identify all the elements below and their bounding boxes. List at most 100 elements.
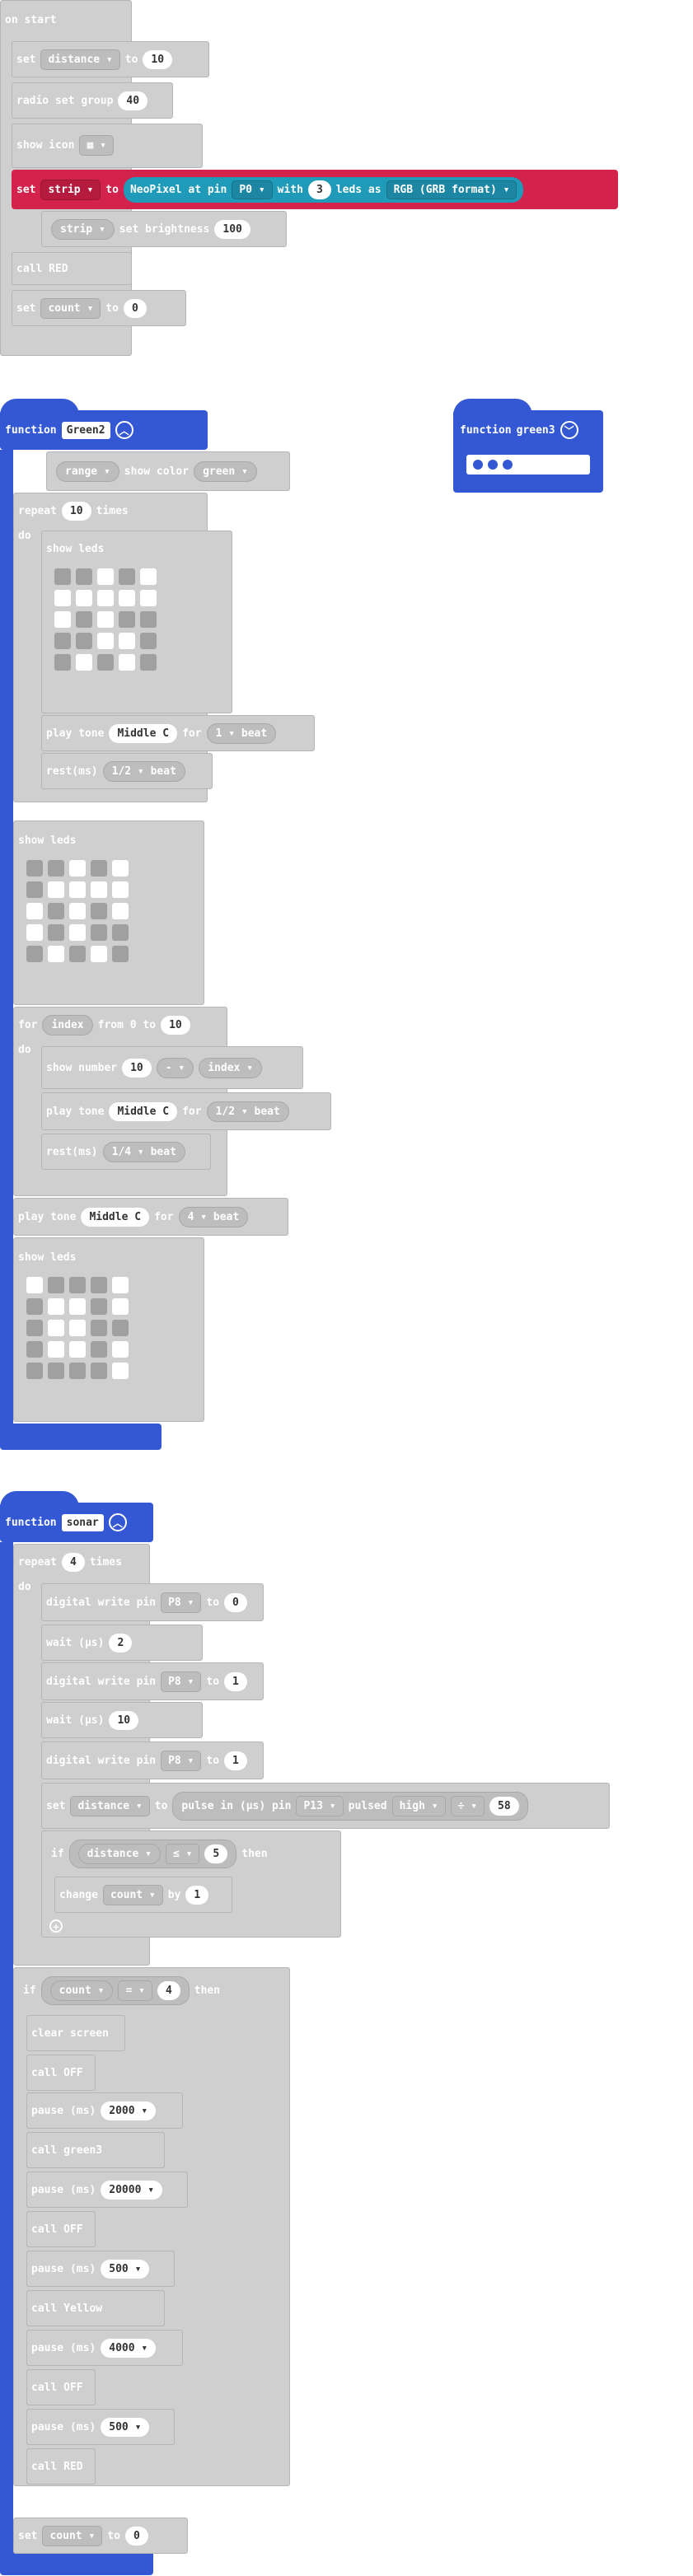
collapse-icon[interactable]: ︿ <box>108 1513 127 1531</box>
beat-dropdown[interactable]: 4 ▾ beat <box>178 1206 249 1227</box>
pause-value[interactable]: 4000 ▾ <box>101 2338 157 2358</box>
led-cell[interactable] <box>26 1363 43 1379</box>
level-dropdown[interactable]: high ▾ <box>391 1795 446 1816</box>
led-grid-2[interactable] <box>26 860 129 962</box>
repeat-count[interactable]: 10 <box>61 501 91 521</box>
led-cell[interactable] <box>76 568 92 585</box>
led-cell[interactable] <box>48 903 64 919</box>
led-cell[interactable] <box>140 611 157 628</box>
divisor-value[interactable]: 58 <box>489 1796 519 1816</box>
led-cell[interactable] <box>91 946 107 962</box>
compare-value[interactable]: 4 <box>157 1980 180 2000</box>
function-name-field[interactable]: Green2 <box>61 421 110 439</box>
led-cell[interactable] <box>119 590 135 606</box>
show-leds-block-2[interactable] <box>13 820 204 1005</box>
led-cell[interactable] <box>69 924 86 941</box>
radio-value[interactable]: 40 <box>118 91 148 110</box>
var-dropdown[interactable]: distance ▾ <box>77 1843 161 1864</box>
operator-dropdown[interactable]: - ▾ <box>156 1057 194 1078</box>
led-cell[interactable] <box>112 860 129 877</box>
pause-block-5[interactable] <box>26 2409 175 2445</box>
led-cell[interactable] <box>26 1320 43 1336</box>
call-green3-block[interactable] <box>26 2132 165 2168</box>
led-count[interactable]: 3 <box>307 180 331 199</box>
led-cell[interactable] <box>26 903 43 919</box>
change-value[interactable]: 1 <box>185 1885 209 1905</box>
led-cell[interactable] <box>48 1320 64 1336</box>
led-cell[interactable] <box>69 1363 86 1379</box>
repeat-count[interactable]: 4 <box>61 1552 85 1572</box>
write-value[interactable]: 0 <box>224 1592 247 1612</box>
pin-dropdown[interactable]: P8 ▾ <box>161 1592 202 1613</box>
format-dropdown[interactable]: RGB (GRB format) ▾ <box>386 180 517 199</box>
compare-expression[interactable]: distance ▾ ≤ ▾ 5 <box>68 1839 237 1868</box>
icon-picker-dropdown[interactable]: ▦ ▾ <box>79 134 114 156</box>
distance-value[interactable]: 10 <box>143 49 173 69</box>
led-cell[interactable] <box>48 881 64 898</box>
led-cell[interactable] <box>54 633 71 649</box>
wait-value[interactable]: 10 <box>109 1710 139 1730</box>
led-cell[interactable] <box>54 654 71 671</box>
collapsed-content-indicator[interactable] <box>466 455 590 475</box>
led-cell[interactable] <box>91 1277 107 1293</box>
led-cell[interactable] <box>91 881 107 898</box>
call-off-block-2[interactable] <box>26 2211 96 2247</box>
led-cell[interactable] <box>112 924 129 941</box>
led-cell[interactable] <box>140 633 157 649</box>
led-cell[interactable] <box>26 860 43 877</box>
led-cell[interactable] <box>26 1298 43 1315</box>
pin-dropdown[interactable]: P8 ▾ <box>161 1671 202 1692</box>
led-cell[interactable] <box>69 903 86 919</box>
pin-dropdown[interactable]: P13 ▾ <box>296 1795 344 1816</box>
range-dropdown[interactable]: range ▾ <box>56 461 119 482</box>
write-value[interactable]: 1 <box>224 1751 247 1770</box>
led-cell[interactable] <box>48 1298 64 1315</box>
neopixel-create[interactable]: NeoPixel at pin P0 ▾ with 3 leds as RGB … <box>123 176 524 203</box>
pin-dropdown[interactable]: P8 ▾ <box>161 1750 202 1771</box>
note-picker[interactable]: Middle C <box>81 1207 150 1227</box>
led-cell[interactable] <box>119 654 135 671</box>
brightness-value[interactable]: 100 <box>214 219 251 239</box>
led-cell[interactable] <box>97 590 114 606</box>
led-cell[interactable] <box>91 1363 107 1379</box>
collapse-icon[interactable]: ︿ <box>115 421 133 439</box>
strip-var-dropdown[interactable]: strip ▾ <box>51 218 115 240</box>
pause-value[interactable]: 500 ▾ <box>101 2417 150 2437</box>
expand-icon[interactable]: ﹀ <box>560 421 578 439</box>
call-off-block-1[interactable] <box>26 2055 96 2091</box>
led-cell[interactable] <box>97 654 114 671</box>
led-cell[interactable] <box>119 611 135 628</box>
led-cell[interactable] <box>119 633 135 649</box>
led-cell[interactable] <box>112 881 129 898</box>
led-cell[interactable] <box>69 860 86 877</box>
digital-write-block-2[interactable] <box>41 1662 264 1700</box>
led-cell[interactable] <box>48 1341 64 1358</box>
green3-block[interactable] <box>453 410 603 493</box>
call-red-block-2[interactable] <box>26 2448 96 2485</box>
clear-screen-block[interactable] <box>26 2015 125 2051</box>
led-cell[interactable] <box>76 654 92 671</box>
beat-dropdown[interactable]: 1/2 ▾ beat <box>102 760 185 782</box>
led-cell[interactable] <box>76 633 92 649</box>
led-cell[interactable] <box>69 1277 86 1293</box>
var-dropdown[interactable]: distance ▾ <box>40 49 120 70</box>
led-cell[interactable] <box>91 1298 107 1315</box>
wait-value[interactable]: 2 <box>109 1633 133 1653</box>
led-cell[interactable] <box>69 881 86 898</box>
beat-dropdown[interactable]: 1 ▾ beat <box>206 722 277 744</box>
for-end-value[interactable]: 10 <box>161 1015 190 1035</box>
led-cell[interactable] <box>48 924 64 941</box>
pause-value[interactable]: 500 ▾ <box>101 2259 150 2279</box>
led-cell[interactable] <box>91 924 107 941</box>
divide-expression[interactable]: pulse in (µs) pin P13 ▾ pulsed high ▾ ÷ … <box>172 1791 528 1821</box>
led-cell[interactable] <box>91 903 107 919</box>
led-cell[interactable] <box>112 1363 129 1379</box>
operand-a[interactable]: 10 <box>122 1058 152 1078</box>
pause-value[interactable]: 20000 ▾ <box>101 2180 163 2200</box>
led-cell[interactable] <box>26 881 43 898</box>
compare-expression[interactable]: count ▾ = ▾ 4 <box>40 1975 190 2005</box>
led-cell[interactable] <box>76 590 92 606</box>
call-off-block-3[interactable] <box>26 2369 96 2405</box>
led-cell[interactable] <box>140 590 157 606</box>
add-else-icon[interactable]: + <box>21 2493 35 2506</box>
